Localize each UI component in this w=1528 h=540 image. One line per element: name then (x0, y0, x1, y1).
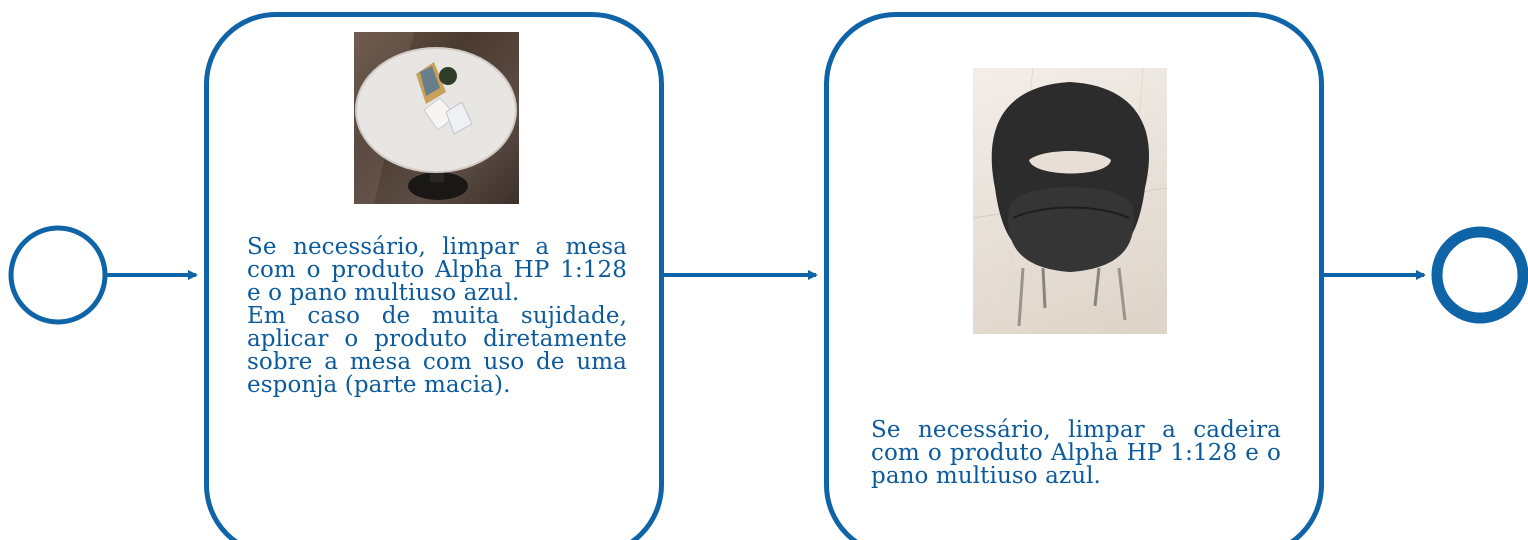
step-clean-table-paragraph-2: Em caso de muita sujidade, aplicar o pro… (247, 303, 627, 398)
step-clean-chair[interactable]: Se necessário, limpar a cadeira com o pr… (824, 12, 1324, 540)
step-clean-chair-paragraph-1: Se necessário, limpar a cadeira com o pr… (871, 417, 1281, 489)
step-clean-table-text: Se necessário, limpar a mesa com o produ… (247, 236, 627, 397)
step-clean-table-paragraph-1: Se necessário, limpar a mesa com o produ… (247, 234, 627, 306)
step-clean-chair-text: Se necessário, limpar a cadeira com o pr… (871, 419, 1281, 488)
start-event-circle[interactable] (8, 225, 108, 325)
table-photo (354, 32, 519, 204)
chair-photo (973, 68, 1167, 334)
step-clean-table[interactable]: Se necessário, limpar a mesa com o produ… (204, 12, 664, 540)
end-event-circle[interactable] (1431, 226, 1528, 324)
